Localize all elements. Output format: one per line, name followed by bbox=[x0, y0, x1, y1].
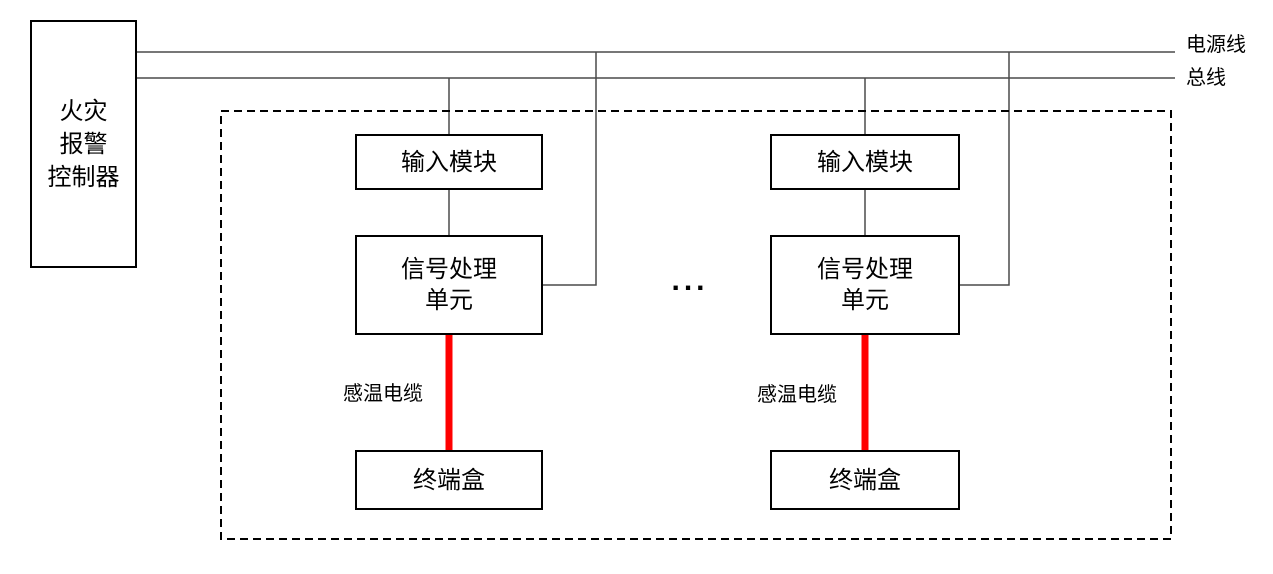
heat-cable-label-1: 感温电缆 bbox=[343, 383, 423, 405]
input-module-label-2: 输入模块 bbox=[817, 148, 913, 176]
wire-group bbox=[137, 51, 1175, 286]
heat-cable-group bbox=[445, 335, 869, 451]
controller-label-line: 控制器 bbox=[47, 163, 120, 191]
controller-label-line: 报警 bbox=[59, 130, 108, 158]
controller-label-line: 火灾 bbox=[59, 97, 108, 125]
zone-dashed-border bbox=[220, 110, 1172, 540]
signal-unit-label-2-line2: 单元 bbox=[841, 287, 889, 314]
input-module-label-1: 输入模块 bbox=[401, 148, 497, 176]
terminal-box-2: 终端盒 bbox=[770, 450, 960, 510]
signal-unit-label-2-line1: 信号处理 bbox=[817, 256, 913, 283]
input-module-box-1: 输入模块 bbox=[355, 134, 543, 190]
power-drop-line-2 bbox=[960, 52, 1010, 286]
signal-unit-box-1: 信号处理 单元 bbox=[355, 235, 543, 335]
fire-alarm-controller-box: 火灾 报警 控制器 bbox=[30, 20, 137, 268]
signal-unit-box-2: 信号处理 单元 bbox=[770, 235, 960, 335]
bus-line-label: 总线 bbox=[1186, 67, 1226, 89]
heat-cable-label-2: 感温电缆 bbox=[757, 384, 837, 406]
terminal-box-label-2: 终端盒 bbox=[829, 466, 901, 494]
power-line-label: 电源线 bbox=[1186, 34, 1246, 56]
terminal-box-1: 终端盒 bbox=[355, 450, 543, 510]
signal-unit-label-1-line2: 单元 bbox=[425, 287, 473, 314]
input-module-box-2: 输入模块 bbox=[770, 134, 960, 190]
repeat-ellipsis: ... bbox=[671, 264, 709, 297]
power-drop-line-1 bbox=[543, 52, 597, 286]
signal-unit-label-1-line1: 信号处理 bbox=[401, 256, 497, 283]
terminal-box-label-1: 终端盒 bbox=[413, 466, 485, 494]
